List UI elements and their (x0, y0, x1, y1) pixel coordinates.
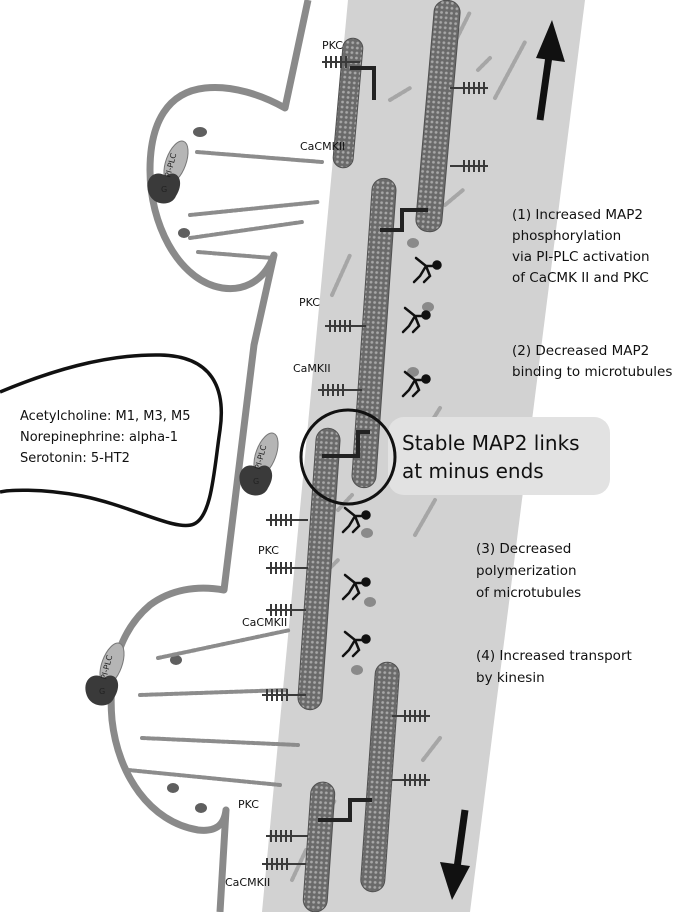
label-pkc-4: PKC (238, 798, 259, 811)
svg-text:G: G (161, 185, 167, 194)
svg-text:G: G (253, 477, 259, 486)
label-cacmkii-3: CaCMKII (225, 876, 270, 889)
receptor-complex-lower: G PI-PLC (85, 640, 129, 706)
label-camkii: CaMKII (293, 362, 331, 375)
label-pkc-1: PKC (322, 39, 343, 52)
label-pkc-3: PKC (258, 544, 279, 557)
step-3-text: (3) Decreased polymerization of microtub… (476, 541, 581, 601)
label-cacmkii-1: CaCMKII (300, 140, 345, 153)
stable-links-line-2: at minus ends (402, 459, 544, 483)
stable-links-line-1: Stable MAP2 links (402, 431, 580, 455)
stable-links-box (388, 417, 610, 495)
receptor-line-2: Norepinephrine: alpha-1 (20, 430, 178, 445)
label-pkc-2: PKC (299, 296, 320, 309)
label-cacmkii-2: CaCMKII (242, 616, 287, 629)
receptor-complex-middle: G PI-PLC (239, 430, 283, 496)
svg-text:G: G (99, 687, 105, 696)
receptor-line-3: Serotonin: 5-HT2 (20, 451, 130, 466)
receptor-line-1: Acetylcholine: M1, M3, M5 (20, 409, 191, 424)
